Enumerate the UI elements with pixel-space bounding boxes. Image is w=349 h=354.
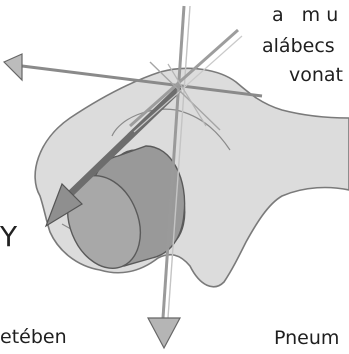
text-top-line-1: a mu <box>272 4 344 26</box>
axis-label-y: Y <box>0 222 17 252</box>
x-arrow-head <box>4 54 22 80</box>
text-top-line-2: alábecs <box>262 35 335 57</box>
text-bottom-right: Pneum <box>274 327 339 349</box>
text-top-line-3: vonat <box>289 64 343 86</box>
z-arrow-head <box>148 318 180 348</box>
text-bottom-left: etében <box>0 326 67 348</box>
